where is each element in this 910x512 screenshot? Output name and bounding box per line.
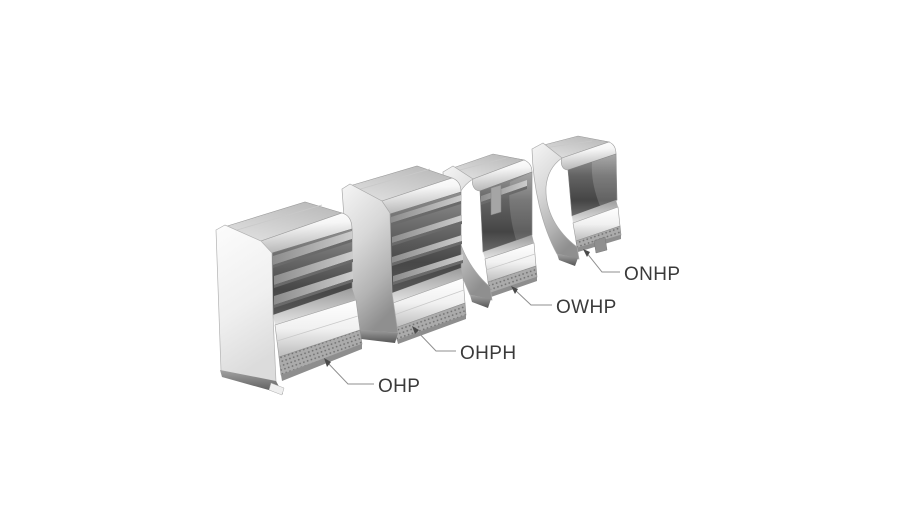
deck <box>392 268 463 303</box>
bumper-crease <box>485 253 536 271</box>
deck <box>572 200 618 223</box>
shelf-edge <box>274 279 353 308</box>
model-label-owhp: OWHP <box>556 297 617 318</box>
model-label-ohp: OHP <box>378 376 420 397</box>
leader-arrowhead <box>324 358 331 367</box>
leader-line <box>585 251 620 273</box>
side-panel <box>531 142 580 260</box>
callouts: OHP OHPH OWHP ONHP <box>324 249 681 397</box>
bumper-crease <box>276 315 359 342</box>
callout-owhp: OWHP <box>511 286 617 318</box>
callout-ohp: OHP <box>324 358 420 397</box>
leader-line <box>513 288 552 306</box>
leader-arrowhead <box>583 249 590 257</box>
base-shadow-wedge <box>557 254 578 266</box>
leader-line <box>326 361 374 385</box>
interior-well <box>567 153 618 217</box>
base-shadow-wedge <box>352 329 398 343</box>
bumper-crease <box>393 289 465 316</box>
interior-back-sweep <box>591 154 617 206</box>
callout-onhp: ONHP <box>583 249 681 285</box>
shelf-top <box>391 195 461 223</box>
shelf-edge <box>273 239 352 268</box>
cabinet-onhp <box>531 135 622 266</box>
shelf-top <box>274 271 353 305</box>
canopy-crease <box>356 168 431 191</box>
deck <box>483 235 534 259</box>
leader-arrowhead <box>511 286 518 294</box>
canopy-crease <box>543 140 593 149</box>
shelf-edge <box>391 201 461 226</box>
base-shadow-wedge <box>470 295 491 308</box>
leader-arrowhead <box>412 326 419 334</box>
plinth <box>490 277 537 297</box>
leader-line <box>414 328 456 352</box>
shelf-top <box>392 235 462 263</box>
canopy-crease <box>236 204 323 231</box>
shelf-edge <box>392 241 462 266</box>
plinth <box>397 315 466 344</box>
cabinet-ohph <box>341 165 467 344</box>
shelf-top <box>393 254 463 282</box>
shelf-bracket <box>490 184 502 216</box>
canopy-crease <box>455 157 507 172</box>
cabinet-ohp <box>215 201 363 396</box>
model-label-ohph: OHPH <box>460 343 517 364</box>
shelf-top <box>274 251 353 285</box>
side-panel <box>215 224 277 383</box>
foot <box>593 236 608 254</box>
shelf-edge <box>274 259 353 288</box>
plinth <box>281 344 362 381</box>
foot-highlight <box>268 382 285 396</box>
shelf-edge <box>393 260 463 285</box>
shelf-edge <box>392 221 462 246</box>
shelf-top <box>392 215 462 243</box>
deck <box>273 288 356 325</box>
model-label-onhp: ONHP <box>624 264 681 285</box>
shelf-top <box>273 231 352 265</box>
callout-ohph: OHPH <box>412 326 517 364</box>
base-shadow-wedge <box>220 370 283 394</box>
